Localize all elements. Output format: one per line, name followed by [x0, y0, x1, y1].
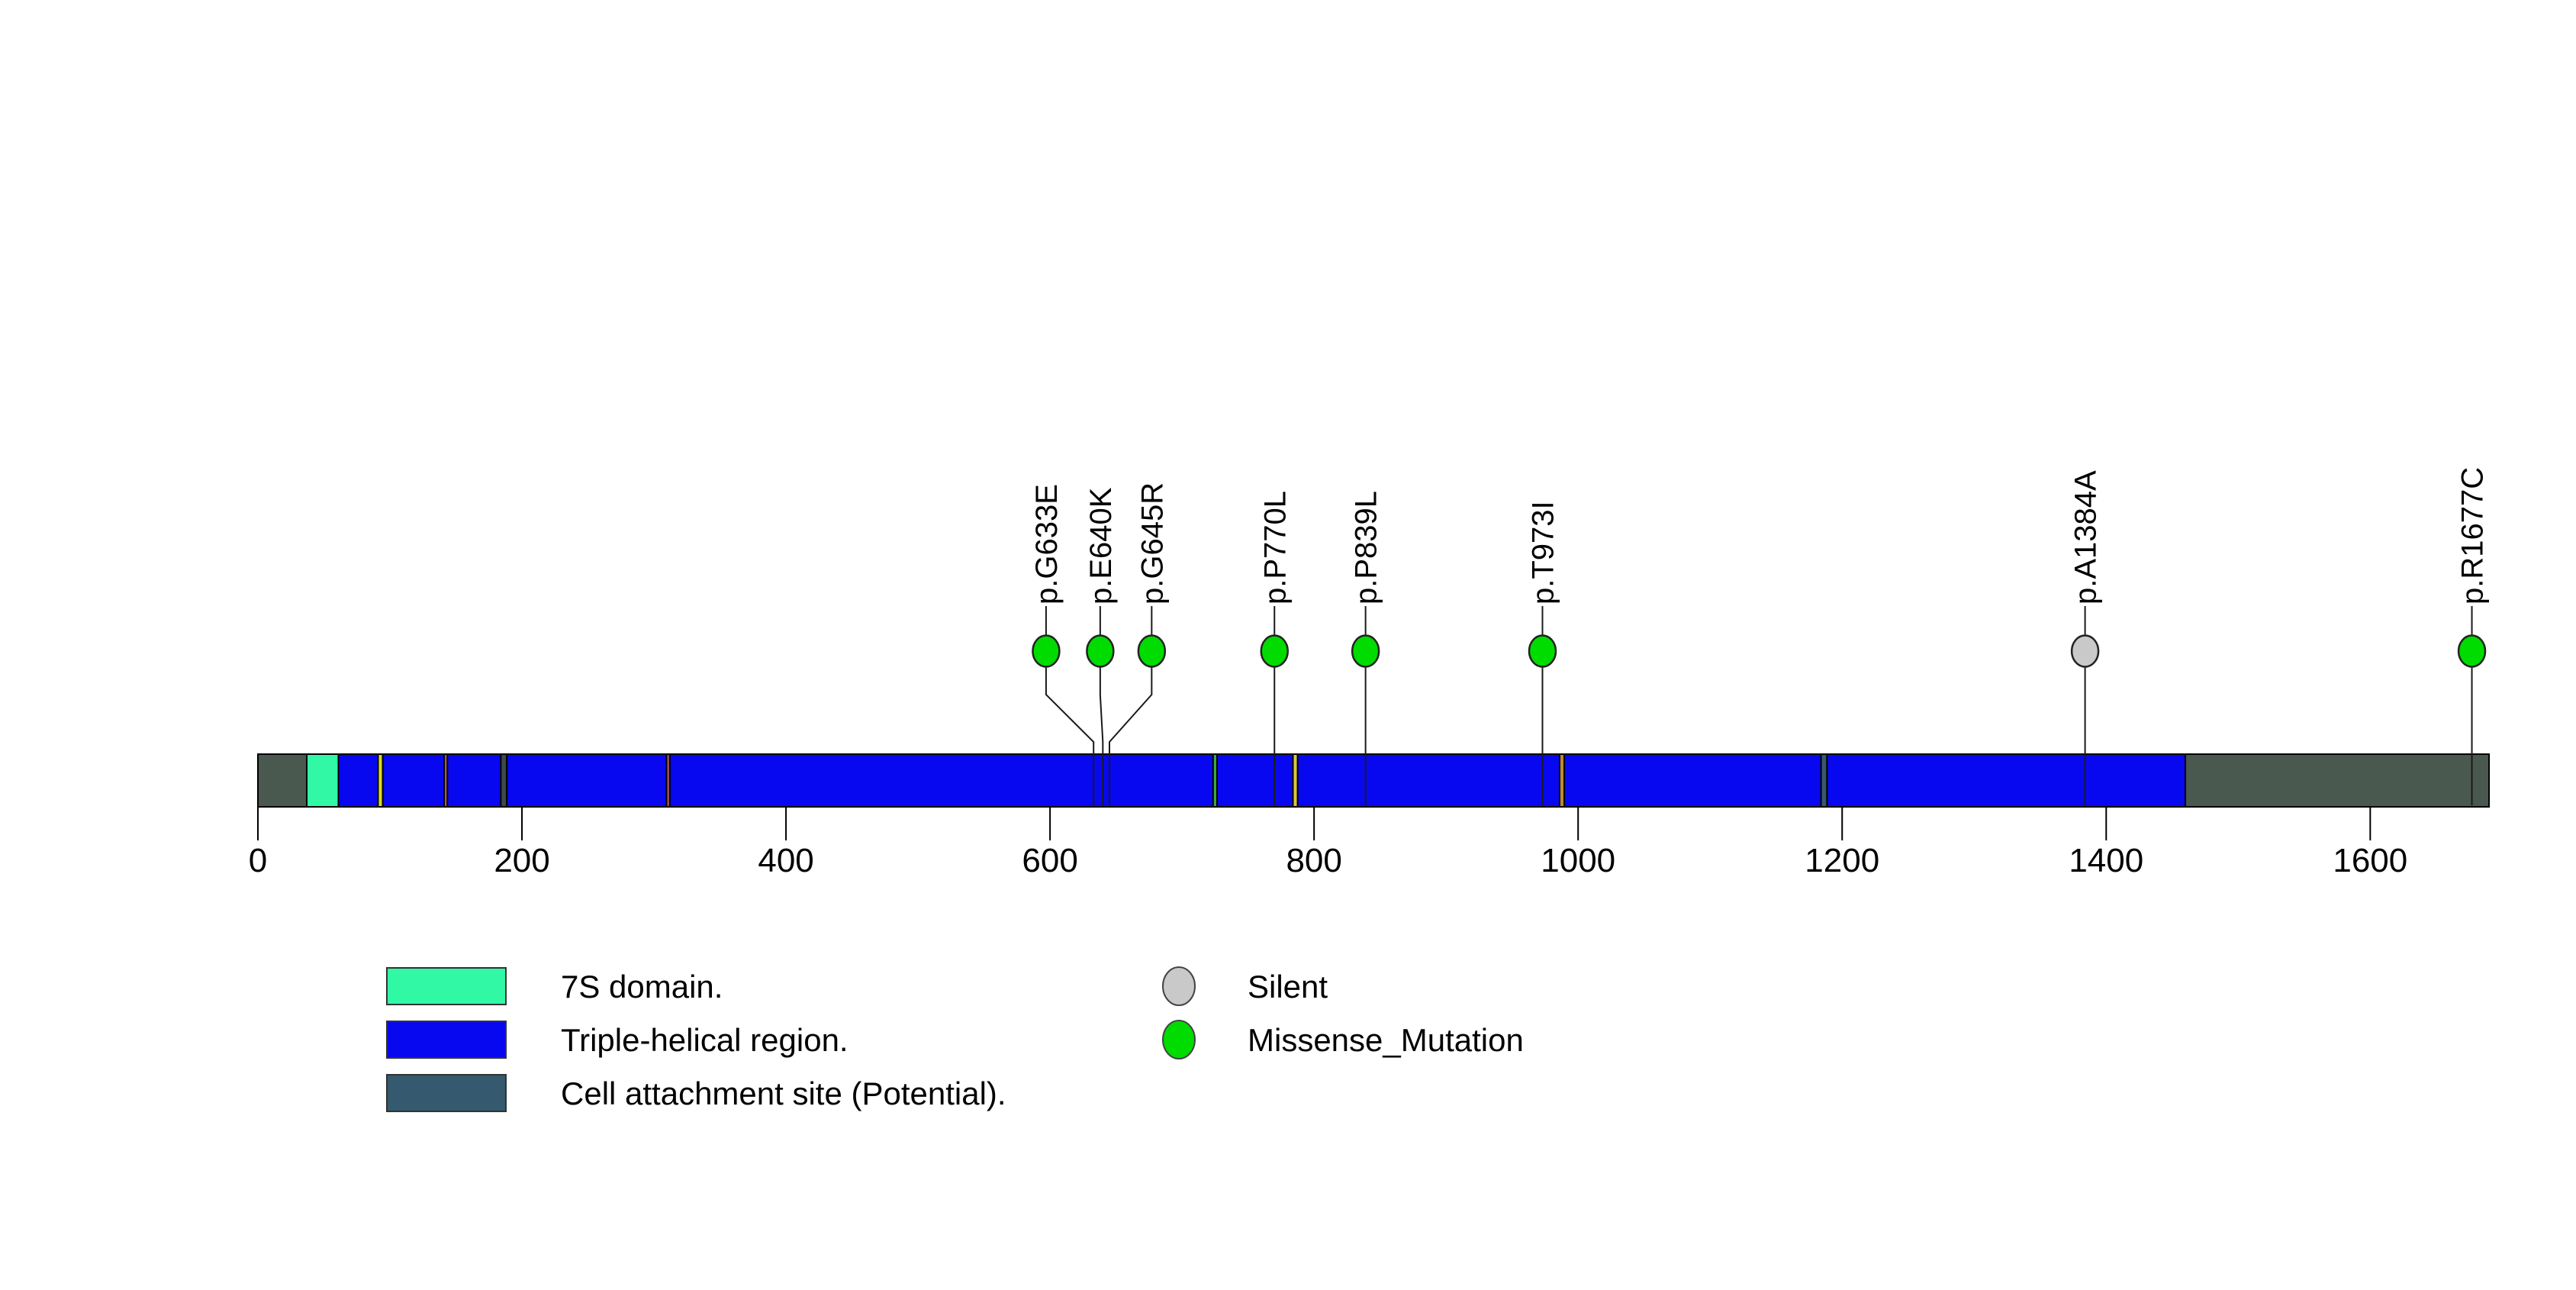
mutation-circle-missense_mutation	[2457, 634, 2487, 668]
axis-tick-label: 200	[494, 842, 549, 879]
axis-tick-label: 1200	[1805, 842, 1879, 879]
mutation-label: p.G633E	[1030, 484, 1064, 605]
mutation-labels: p.G633E p.E640K p.G645R p.P770L p.P839L p.T97…	[1030, 467, 2490, 605]
legend-domain-swatch	[386, 1021, 507, 1059]
mutation-circles	[1032, 634, 2487, 668]
mutation-stem	[1045, 666, 1095, 805]
domain-sliver	[665, 753, 671, 808]
mutation-circle-missense_mutation	[1351, 634, 1380, 668]
mutation-label: p.T973I	[1526, 501, 1560, 605]
domain-sliver	[1212, 753, 1218, 808]
mutation-label: p.E640K	[1084, 487, 1118, 605]
mutation-circle-missense_mutation	[1086, 634, 1115, 668]
mutation-stems	[1045, 606, 2473, 805]
domain-sliver	[377, 753, 384, 808]
mutation-label: p.P839L	[1350, 491, 1383, 605]
domain-sliver	[443, 753, 449, 808]
mutation-stem	[1099, 666, 1104, 805]
legend-domain-label: Cell attachment site (Potential).	[561, 1076, 1006, 1111]
axis-tick-label: 600	[1022, 842, 1077, 879]
legend-domain-label: 7S domain.	[561, 969, 723, 1005]
domain-segment	[306, 753, 340, 808]
legend-mutation-type-label: Silent	[1248, 969, 1328, 1005]
axis-tick-label: 800	[1286, 842, 1341, 879]
legend-domain-swatch	[386, 967, 507, 1005]
domain-sliver	[500, 753, 508, 808]
mutation-circle-missense_mutation	[1260, 634, 1290, 668]
legend-domain-label: Triple-helical region.	[561, 1022, 848, 1058]
mutation-label: p.A1384A	[2069, 470, 2103, 605]
domain-sliver	[1292, 753, 1299, 808]
domain-segment	[337, 753, 2187, 808]
backbone-segment	[2185, 753, 2491, 808]
axis-tick-label: 400	[758, 842, 813, 879]
legend-domains: 7S domain. Triple-helical region. Cell att…	[386, 967, 1006, 1112]
axis-tick-label: 1600	[2333, 842, 2407, 879]
mutation-label: p.G645R	[1135, 482, 1169, 605]
axis-tick-label: 1400	[2069, 842, 2143, 879]
protein-bar	[257, 753, 2491, 808]
legend-domain-swatch	[386, 1074, 507, 1112]
x-axis: 0 200 400 600 800 1000 1200 1400 1600	[249, 807, 2407, 879]
mutation-circle-silent	[2070, 634, 2100, 668]
domain-sliver	[1820, 753, 1828, 808]
axis-tick-label: 0	[249, 842, 267, 879]
mutation-circle-missense_mutation	[1528, 634, 1557, 668]
mutation-label: p.P770L	[1258, 491, 1292, 605]
axis-tick-label: 1000	[1541, 842, 1615, 879]
mutation-label: p.R1677C	[2456, 467, 2490, 605]
legend-mutation-type-swatch	[1162, 966, 1196, 1006]
backbone-segment	[257, 753, 308, 808]
domain-sliver	[1558, 753, 1566, 808]
mutation-circle-missense_mutation	[1032, 634, 1061, 668]
legend-mutation-type-label: Missense_Mutation	[1248, 1022, 1524, 1058]
legend-mutation-type-swatch	[1162, 1020, 1196, 1059]
mutation-circle-missense_mutation	[1137, 634, 1167, 668]
mutation-stem	[1108, 666, 1153, 805]
